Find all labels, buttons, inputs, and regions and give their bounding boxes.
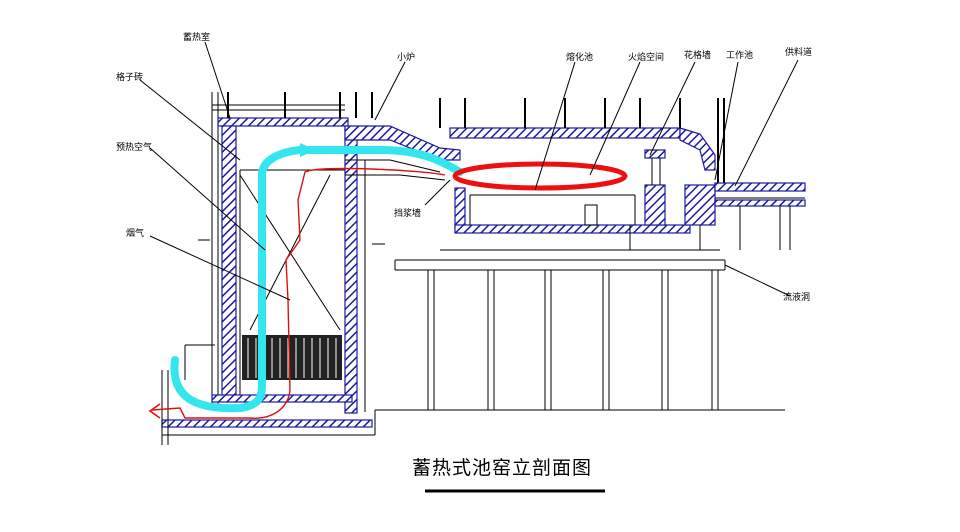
diagram-title: 蓄热式池窑立剖面图 <box>412 457 592 479</box>
leader-lines <box>139 41 799 301</box>
flue-gas-flow <box>151 167 446 419</box>
melting-tank <box>439 98 725 250</box>
label-melting-tank: 熔化池 <box>566 51 593 63</box>
flue-arrowhead <box>148 403 161 419</box>
label-hanging-wall: 挡浆墙 <box>394 207 421 219</box>
preheated-air-flow <box>170 146 464 413</box>
label-working-tank: 工作池 <box>726 49 753 61</box>
small-furnace-port <box>344 125 461 181</box>
label-flower-wall: 花格墙 <box>684 49 711 61</box>
air-arrowhead <box>300 143 316 157</box>
flame <box>452 161 628 191</box>
label-feeder-channel: 供料道 <box>785 46 812 58</box>
label-flame-space: 火焰空间 <box>628 51 664 63</box>
label-flow-hole: 流液洞 <box>783 291 810 303</box>
support-platform <box>394 249 726 410</box>
feeder-channel <box>714 182 806 250</box>
label-checker-brick: 格子砖 <box>116 71 143 83</box>
label-flue-gas: 烟气 <box>126 227 144 239</box>
label-preheated-air: 预热空气 <box>116 141 152 153</box>
label-small-furnace: 小炉 <box>397 51 415 63</box>
label-regenerator-chamber: 蓄热室 <box>183 31 210 43</box>
